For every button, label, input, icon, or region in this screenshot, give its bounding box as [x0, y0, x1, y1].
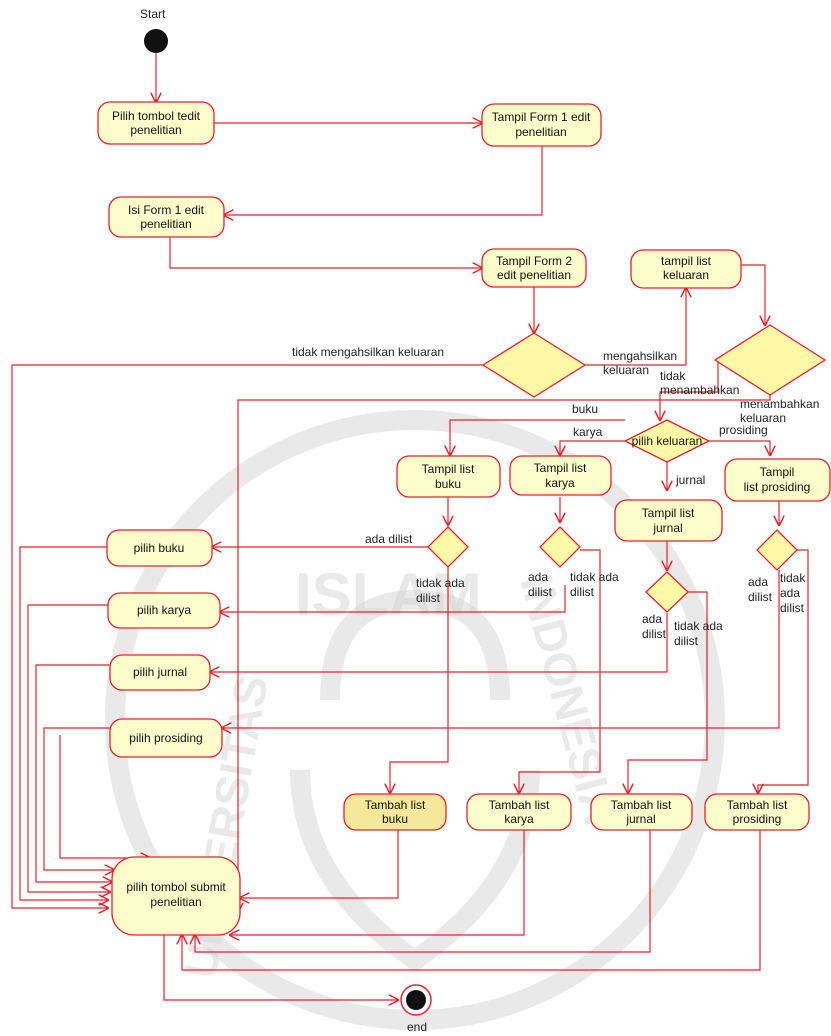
node-pilih-tombol-edit-line1: Pilih tombol tedit: [112, 109, 201, 123]
node-pilih-jurnal-label: pilih jurnal: [133, 665, 187, 679]
label-tidak-ada-dilist-prosiding-3: dilist: [780, 601, 805, 615]
node-tampil-list-jurnal-line2: jurnal: [652, 521, 682, 535]
node-tampil-list-buku-line2: buku: [435, 477, 461, 491]
label-ada-dilist-prosiding-2: dilist: [748, 590, 773, 604]
label-tidak-ada-dilist-karya-2: dilist: [570, 585, 595, 599]
node-pilih-buku: pilih buku: [106, 529, 213, 567]
node-tampil-list-keluaran-line1: tampil list: [661, 254, 712, 268]
node-pilih-buku-label: pilih buku: [134, 541, 185, 555]
node-pilih-jurnal: pilih jurnal: [109, 654, 211, 691]
label-mengahsilkan-2: keluaran: [603, 363, 649, 377]
node-pilih-prosiding-label: pilih prosiding: [129, 731, 202, 745]
label-jurnal: jurnal: [675, 473, 705, 487]
start-node: [144, 29, 168, 53]
node-tampil-list-buku-line1: Tampil list: [422, 462, 475, 476]
node-tampil-list-jurnal: Tampil list jurnal: [614, 499, 723, 542]
label-buku: buku: [572, 402, 598, 416]
node-tampil-list-buku: Tampil list buku: [396, 455, 501, 498]
label-ada-dilist-prosiding-1: ada: [748, 575, 768, 589]
label-ada-dilist-buku: ada dilist: [365, 532, 413, 546]
label-ada-dilist-karya-1: ada: [528, 570, 548, 584]
node-tampil-form1: Tampil Form 1 edit penelitian: [481, 103, 602, 147]
label-tidak-ada-dilist-jurnal-2: dilist: [674, 634, 699, 648]
node-tampil-list-karya: Tampil list karya: [509, 455, 612, 496]
label-prosiding: prosiding: [719, 423, 768, 437]
node-isi-form1-line1: Isi Form 1 edit: [128, 203, 205, 217]
label-ada-dilist-jurnal-1: ada: [642, 612, 662, 626]
node-isi-form1-line2: penelitian: [140, 217, 191, 231]
decision-pilih-keluaran: [623, 419, 711, 463]
node-pilih-karya: pilih karya: [107, 592, 221, 629]
label-menambahkan-1: menambahkan: [740, 397, 819, 411]
node-tambah-list-karya-line2: karya: [504, 812, 534, 826]
node-tampil-list-prosiding-line1: Tampil: [760, 465, 795, 479]
node-tambah-list-buku: Tambah list buku: [343, 793, 447, 831]
label-tidak-ada-dilist-prosiding-1: tidak: [780, 571, 806, 585]
node-tampil-list-prosiding-line2: list prosiding: [744, 480, 811, 494]
decision-prosiding: [756, 529, 798, 571]
node-tambah-list-jurnal-line2: jurnal: [625, 812, 655, 826]
node-tampil-form2-line1: Tampil Form 2: [496, 254, 572, 268]
node-tampil-list-jurnal-line1: Tampil list: [642, 506, 695, 520]
label-karya: karya: [573, 425, 603, 439]
node-tambah-list-buku-line2: buku: [382, 812, 408, 826]
node-tampil-list-prosiding: Tampil list prosiding: [724, 458, 831, 502]
node-tampil-list-karya-line2: karya: [545, 476, 575, 490]
node-tambah-list-jurnal-line1: Tambah list: [611, 798, 672, 812]
node-tampil-list-keluaran-line2: keluaran: [663, 268, 709, 282]
node-pilih-tombol-submit-line1: pilih tombol submit: [126, 880, 226, 894]
start-label: Start: [140, 7, 166, 21]
node-tampil-list-karya-line1: Tampil list: [534, 461, 587, 475]
decision-buku: [427, 526, 469, 568]
label-tidak-ada-dilist-buku-2: dilist: [416, 591, 441, 605]
label-tidak-ada-dilist-jurnal-1: tidak ada: [674, 619, 723, 633]
label-menambahkan-2: keluaran: [740, 411, 786, 425]
label-ada-dilist-jurnal-2: dilist: [642, 627, 667, 641]
node-tambah-list-prosiding-line1: Tambah list: [727, 798, 788, 812]
label-tidak-ada-dilist-buku-1: tidak ada: [416, 576, 465, 590]
decision-jurnal: [645, 571, 689, 613]
node-tampil-form2-line2: edit penelitian: [497, 268, 571, 282]
label-mengahsilkan-1: mengahsilkan: [603, 349, 677, 363]
node-tambah-list-buku-line1: Tambah list: [365, 798, 426, 812]
node-pilih-karya-label: pilih karya: [137, 603, 191, 617]
node-tambah-list-prosiding-line2: prosiding: [733, 812, 782, 826]
label-tidak-menambahkan-1: tidak: [660, 369, 686, 383]
node-pilih-tombol-edit-line2: penelitian: [130, 123, 181, 137]
node-pilih-tombol-edit: Pilih tombol tedit penelitian: [97, 101, 215, 145]
node-isi-form1: Isi Form 1 edit penelitian: [108, 196, 225, 238]
node-tambah-list-karya: Tambah list karya: [466, 793, 572, 831]
node-tampil-list-keluaran: tampil list keluaran: [630, 249, 742, 289]
node-tambah-list-karya-line1: Tambah list: [489, 798, 550, 812]
end-node-core: [406, 990, 426, 1010]
watermark-top-text: ISLAM: [295, 561, 482, 628]
node-tambah-list-jurnal: Tambah list jurnal: [590, 793, 693, 831]
label-tidak-ada-dilist-karya-1: tidak ada: [570, 570, 619, 584]
label-tidak-menambahkan-2: menambahkan: [660, 383, 739, 397]
decision-pilih-keluaran-label: pilih keluaran: [632, 434, 703, 448]
node-tampil-form1-line2: penelitian: [515, 125, 566, 139]
node-tambah-list-prosiding: Tambah list prosiding: [704, 793, 810, 831]
node-tampil-form1-line1: Tampil Form 1 edit: [492, 110, 591, 124]
label-ada-dilist-karya-2: dilist: [528, 585, 553, 599]
node-pilih-tombol-submit-line2: penelitian: [150, 895, 201, 909]
end-label: end: [407, 1020, 427, 1034]
label-tidak-ada-dilist-prosiding-2: ada: [780, 586, 800, 600]
label-tidak-mengahsilkan: tidak mengahsilkan keluaran: [292, 345, 444, 359]
decision-keluaran: [481, 332, 587, 398]
decision-menambahkan: [713, 324, 827, 396]
node-tampil-form2: Tampil Form 2 edit penelitian: [481, 248, 587, 288]
decision-karya: [539, 526, 581, 568]
node-pilih-tombol-submit: pilih tombol submit penelitian: [111, 856, 241, 936]
node-pilih-prosiding: pilih prosiding: [109, 718, 223, 758]
